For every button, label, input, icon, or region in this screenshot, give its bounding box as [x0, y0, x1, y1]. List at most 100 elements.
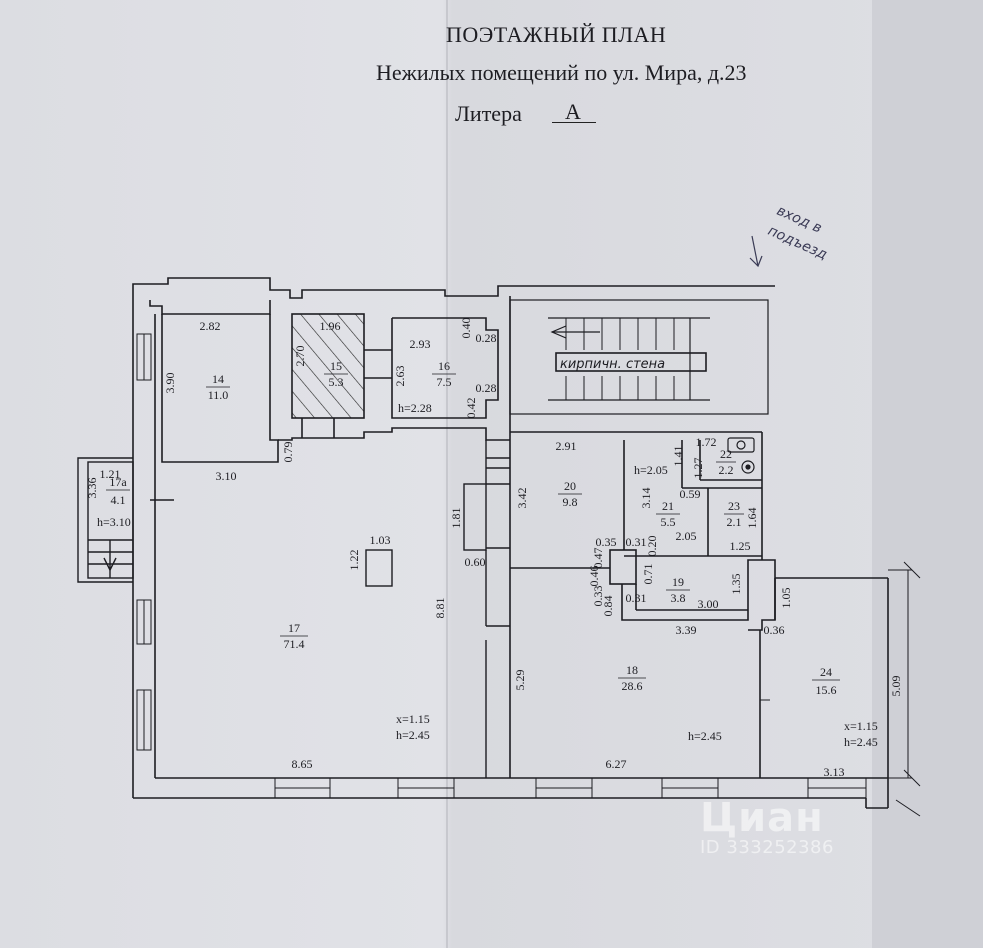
room-24-id: 24	[820, 665, 832, 679]
dim-r15-left: 2.70	[293, 346, 307, 367]
room-18-area: 28.6	[622, 679, 643, 693]
dim-col-w: 1.03	[370, 533, 391, 547]
room-17-elements	[150, 440, 510, 778]
height-24: h=2.45	[844, 735, 878, 749]
dim-r16-r4: 0.42	[464, 398, 478, 419]
right-wall-markers	[760, 561, 921, 817]
room-17-id: 17	[288, 621, 300, 635]
room-labels: 14 11.0 15 5.3 16 7.5 17 71.4 17а 4.1 18…	[106, 359, 840, 697]
dim-p033: 0.33	[591, 586, 605, 607]
dim-r16-top: 2.93	[410, 337, 431, 351]
dim-r19-right: 1.35	[729, 574, 743, 595]
dim-p071: 0.71	[641, 564, 655, 585]
dim-r16-r3: 0.28	[476, 381, 497, 395]
dim-r20-top: 2.91	[556, 439, 577, 453]
room-16-id: 16	[438, 359, 450, 373]
paper-edge	[872, 0, 983, 948]
dim-r24-a: 1.05	[779, 588, 793, 609]
dim-r17a-left: 3.36	[85, 478, 99, 499]
dim-p084: 0.84	[601, 596, 615, 617]
room-24-area: 15.6	[816, 683, 837, 697]
dim-r17a-top: 1.21	[100, 467, 121, 481]
room-16	[391, 317, 499, 419]
dim-p036: 0.36	[764, 623, 785, 637]
dim-r24-right: 5.09	[889, 676, 903, 697]
dim-r20-left: 3.42	[515, 488, 529, 509]
dim-r18-left: 5.29	[513, 670, 527, 691]
dimension-labels: 2.82 3.10 1.96 2.93 1.21 1.03 8.65 0.60 …	[100, 318, 845, 780]
room-20-id: 20	[564, 479, 576, 493]
dim-r22-top: 1.72	[696, 435, 717, 449]
litera-value: А	[565, 99, 581, 124]
dim-r24-bottom: 3.13	[824, 765, 845, 779]
room-19-id: 19	[672, 575, 684, 589]
plan-title: ПОЭТАЖНЫЙ ПЛАН	[446, 22, 667, 47]
dim-r23-bottom: 1.25	[730, 539, 751, 553]
height-17a: h=3.10	[97, 515, 131, 529]
room-15	[291, 313, 392, 438]
dim-r15-top: 1.96	[320, 319, 341, 333]
dim-r21-left: 3.14	[639, 488, 653, 509]
room-15-id: 15	[330, 359, 342, 373]
room-17a-area: 4.1	[111, 493, 126, 507]
dim-r16-left: 2.63	[393, 366, 407, 387]
dim-p035: 0.35	[596, 535, 617, 549]
right-block-walls	[509, 431, 776, 778]
toilet-icon	[727, 437, 755, 474]
height-17: h=2.45	[396, 728, 430, 742]
dimension-labels-vertical: 3.90 2.70 2.63 0.79 3.36 1.22 1.81 8.81 …	[85, 346, 903, 697]
wall-label: кирпичн. стена	[560, 357, 665, 372]
dim-r22-a: 1.41	[671, 446, 685, 467]
dim-niche-w: 0.60	[465, 555, 486, 569]
dim-r18-bottom: 6.27	[606, 757, 627, 771]
room-17-area: 71.4	[284, 637, 305, 651]
height-21: h=2.05	[634, 463, 668, 477]
room-22-id: 22	[720, 447, 732, 461]
dim-r23-right: 1.64	[745, 508, 759, 529]
room-23-id: 23	[728, 499, 740, 513]
dim-niche-h: 1.81	[449, 508, 463, 529]
room-19-area: 3.8	[671, 591, 686, 605]
room-14	[161, 314, 279, 463]
dim-079: 0.79	[281, 442, 295, 463]
x-24: x=1.15	[844, 719, 878, 733]
height-18: h=2.45	[688, 729, 722, 743]
dim-p031b: 0.31	[626, 591, 647, 605]
dim-r21-bottom: 2.05	[676, 529, 697, 543]
dim-r14-bottom: 3.10	[216, 469, 237, 483]
room-16-area: 7.5	[437, 375, 452, 389]
annex-17a	[77, 457, 134, 583]
dim-p047: 0.47	[591, 548, 605, 569]
dim-r18-top: 3.39	[676, 623, 697, 637]
dim-p046: 0.46	[587, 566, 601, 587]
watermark-id: ID 333252386	[700, 837, 834, 858]
height-16: h=2.28	[398, 401, 432, 415]
room-23-area: 2.1	[727, 515, 742, 529]
dim-r22-b: 1.27	[691, 458, 705, 479]
dim-r14-top: 2.82	[200, 319, 221, 333]
dim-r14-left: 3.90	[163, 373, 177, 394]
dim-r16-r2: 0.28	[476, 331, 497, 345]
watermark-brand: Циан	[700, 795, 824, 841]
left-windows	[136, 333, 152, 751]
dim-p031a: 0.31	[626, 535, 647, 549]
x-17: x=1.15	[396, 712, 430, 726]
dim-r16-r1: 0.40	[459, 318, 473, 339]
dim-r21-a: 0.59	[680, 487, 701, 501]
room-21-id: 21	[662, 499, 674, 513]
dim-r19-bottom: 3.00	[698, 597, 719, 611]
room-20-area: 9.8	[563, 495, 578, 509]
room-17a-id: 17а	[109, 475, 127, 489]
dim-r17-right: 8.81	[433, 598, 447, 619]
paper-fold	[446, 0, 448, 948]
plan-subtitle: Нежилых помещений по ул. Мира, д.23	[376, 60, 747, 85]
room-22-area: 2.2	[719, 463, 734, 477]
plan-header: ПОЭТАЖНЫЙ ПЛАН Нежилых помещений по ул. …	[0, 0, 983, 130]
bottom-windows	[274, 777, 867, 799]
room-14-area: 11.0	[208, 388, 229, 402]
dim-r17-bottom: 8.65	[292, 757, 313, 771]
height-labels: h=2.28 h=3.10 x=1.15 h=2.45 h=2.45 h=2.0…	[97, 401, 878, 749]
litera-underline	[552, 122, 596, 123]
